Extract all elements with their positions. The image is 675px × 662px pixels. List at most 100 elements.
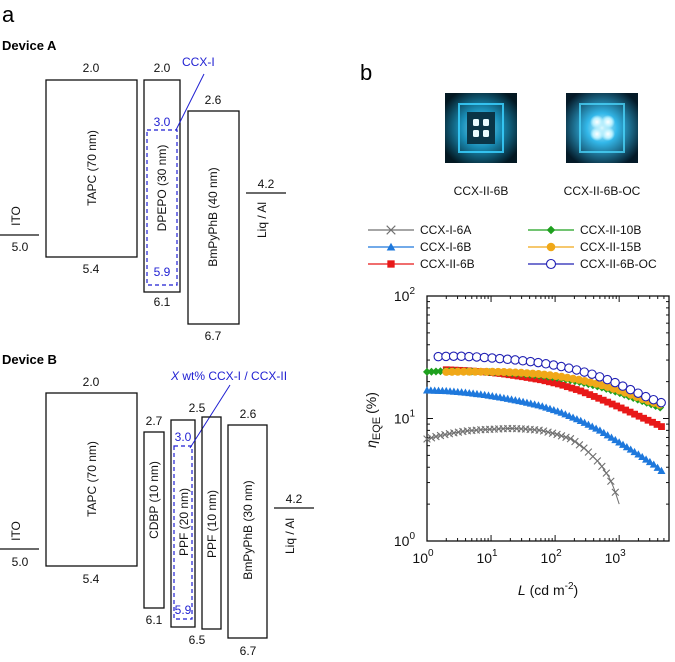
data-point	[595, 426, 604, 434]
data-point	[546, 378, 553, 386]
x-tick-label: 100	[412, 548, 434, 566]
device-b-bmpyphb-lumo: 2.6	[240, 407, 257, 421]
device-a-dopant-label: CCX-I	[182, 55, 215, 69]
legend-item-ccx-i-6b: CCX-I-6B	[368, 240, 471, 254]
data-point	[494, 367, 503, 376]
data-point	[511, 368, 520, 377]
device-b-ppf10-homo: 6.5	[189, 633, 206, 647]
photo-1-frame	[458, 103, 504, 153]
data-point	[602, 469, 611, 477]
photo-1-pixel	[473, 119, 479, 126]
data-point	[604, 398, 612, 406]
data-point	[528, 374, 535, 382]
data-point	[518, 356, 528, 366]
device-b-cdbp-label: CDBP (10 nm)	[147, 461, 161, 539]
data-point	[423, 367, 431, 376]
data-point	[625, 384, 636, 395]
device-a-dpepo-layer	[143, 79, 181, 293]
data-point	[453, 367, 462, 376]
data-point	[611, 488, 620, 497]
device-a-title: Device A	[2, 38, 57, 53]
data-point	[482, 367, 491, 376]
y-tick-label: 100	[394, 531, 416, 549]
data-point	[525, 356, 536, 367]
data-point	[579, 367, 590, 377]
data-point	[619, 440, 628, 448]
data-point	[607, 477, 615, 486]
data-point	[544, 428, 552, 436]
data-point	[471, 352, 482, 362]
device-b-ppf10-label: PPF (10 nm)	[205, 490, 219, 558]
data-point	[522, 369, 531, 378]
device-b-dopant-label: X wt% CCX-I / CCX-II	[170, 369, 287, 383]
device-a-bmpyphb-lumo: 2.6	[205, 93, 222, 107]
data-point	[603, 431, 612, 439]
device-a-cathode-label: Liq / Al	[255, 202, 269, 238]
legend-label: CCX-II-6B	[420, 257, 475, 271]
data-point	[563, 383, 571, 391]
device-b: Device B 2.0 5.4 TAPC (70 nm) 2.7 6.1 CD…	[0, 352, 314, 658]
data-point	[502, 354, 513, 365]
plot-series	[423, 351, 666, 505]
device-b-dopant-lumo: 3.0	[175, 430, 192, 444]
device-a-tapc-homo: 5.4	[83, 262, 100, 276]
panel-letter-b: b	[360, 60, 372, 85]
data-point	[572, 386, 580, 393]
data-point	[441, 430, 449, 439]
data-point	[557, 432, 566, 440]
x-axis-label: L(cd m-2)	[518, 581, 578, 598]
data-point	[487, 353, 497, 363]
data-point	[505, 368, 514, 377]
legend-marker	[546, 242, 556, 252]
data-point	[456, 351, 467, 362]
data-point	[640, 414, 647, 422]
legend-marker	[387, 260, 395, 268]
data-point	[598, 462, 606, 471]
data-point	[471, 367, 480, 376]
data-point	[587, 369, 597, 379]
data-point	[423, 435, 431, 443]
device-b-cdbp-homo: 6.1	[146, 613, 163, 627]
data-point	[431, 367, 440, 376]
data-point	[432, 432, 440, 441]
series-ccx-i-6b	[423, 386, 666, 474]
device-b-bmpyphb-layer	[227, 424, 268, 639]
data-point	[649, 418, 656, 426]
device-b-ppf10-lumo: 2.5	[189, 401, 206, 415]
data-point	[649, 460, 658, 468]
device-a-dpepo-lumo: 2.0	[154, 61, 171, 75]
legend-label: CCX-I-6A	[420, 223, 471, 237]
x-axis-label-symbol: L	[518, 582, 526, 598]
data-point	[436, 431, 445, 440]
data-point	[436, 367, 445, 376]
data-point	[464, 351, 474, 362]
data-point	[523, 374, 531, 381]
device-b-tapc-label: TAPC (70 nm)	[85, 441, 99, 517]
data-point	[638, 452, 647, 461]
device-a-bmpyphb-label: BmPyPhB (40 nm)	[206, 167, 220, 266]
data-point	[495, 353, 505, 364]
device-b-ppf10-layer	[201, 416, 222, 630]
data-point	[534, 370, 543, 379]
x-axis-label-close: )	[574, 582, 579, 598]
data-point	[653, 463, 662, 471]
data-point	[622, 406, 630, 414]
data-point	[548, 429, 557, 437]
data-point	[644, 416, 652, 424]
device-a-ito-label: ITO	[9, 206, 23, 226]
device-b-tapc-lumo: 2.0	[83, 375, 100, 389]
data-point	[528, 369, 537, 378]
device-photo-ccx-ii-6b: CCX-II-6B	[445, 93, 517, 198]
data-point	[476, 367, 485, 376]
data-point	[556, 361, 567, 372]
data-point	[479, 352, 490, 363]
device-b-tapc-homo: 5.4	[83, 572, 100, 586]
photo-2-pixel	[590, 115, 604, 129]
device-a-tapc-lumo: 2.0	[83, 61, 100, 75]
legend-marker	[545, 258, 557, 270]
data-point	[626, 445, 635, 453]
y-axis-label-unit: (%)	[363, 392, 379, 414]
data-point	[633, 388, 643, 398]
device-b-ito-level: 5.0	[12, 555, 29, 569]
